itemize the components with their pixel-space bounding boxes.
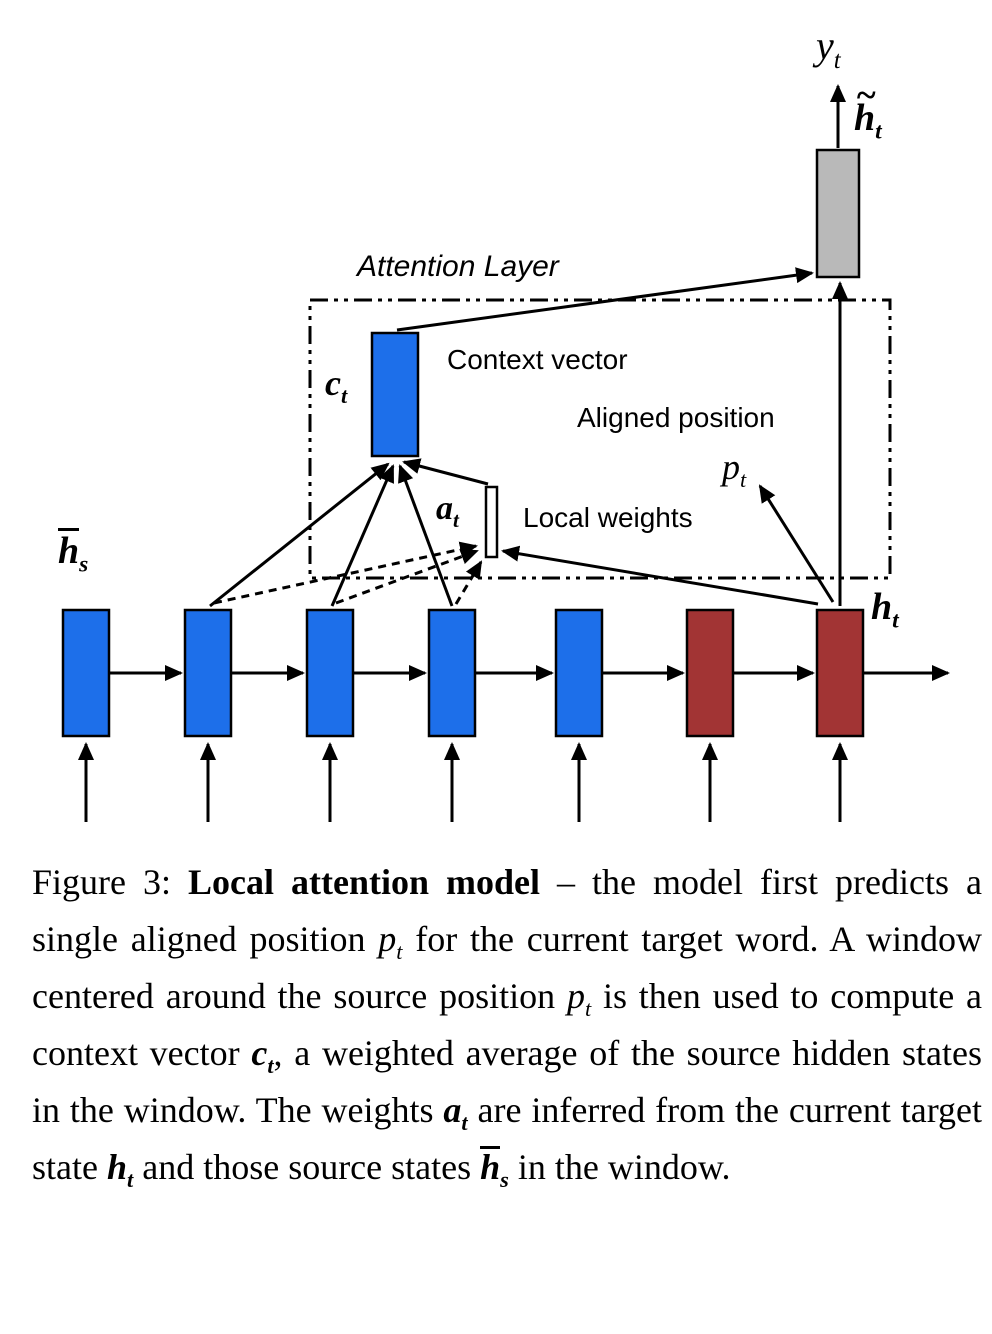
caption-p-t-2-sub: t <box>584 996 592 1022</box>
source-state-rect-5 <box>554 608 604 738</box>
target-to-weights-arrow <box>501 545 819 606</box>
figure-caption: Figure 3: Local attention model – the mo… <box>32 854 982 1196</box>
tilde-accent-wrap: ~h <box>854 75 876 140</box>
caption-text: – the model first predicts a single alig… <box>32 862 982 959</box>
source-state-rect-3 <box>305 608 355 738</box>
target-to-aligned-position-arrow <box>758 484 835 603</box>
source3-to-weights-dashed-arrow <box>335 549 479 605</box>
caption-h-bar-s: hs <box>480 1146 509 1191</box>
caption-p-t: pt <box>378 919 402 963</box>
caption-text: , a weighted average of the source hidde… <box>32 1033 982 1130</box>
caption-h-bar-s-sub: s <box>500 1167 509 1193</box>
y-t-var: y <box>816 23 834 68</box>
caption-c-t-var: c <box>251 1033 268 1073</box>
caption-text: and those source states <box>133 1147 481 1187</box>
source4-to-weights-dashed-arrow <box>454 560 483 605</box>
input-arrows <box>78 742 848 822</box>
caption-c-t: ct <box>251 1033 273 1077</box>
local-weights-bar <box>484 485 499 559</box>
target-state-rect-1 <box>685 608 735 738</box>
weights-to-context-arrow <box>402 458 489 486</box>
source2-to-context-arrow <box>209 462 390 608</box>
h-bar-sub: s <box>79 551 89 578</box>
c-t-sub: t <box>340 383 348 409</box>
upper-arrows <box>396 84 848 606</box>
source3-to-context-arrow <box>330 464 395 607</box>
y-t-sub: t <box>833 47 841 74</box>
local-attention-figure: yt ~ht Attention Layer ct Context vector… <box>58 22 950 822</box>
context-vector-rect <box>370 331 420 458</box>
caption-text: is then used to compute a context vector <box>32 976 982 1073</box>
local-weights-label: Local weights <box>523 502 693 533</box>
tilde-icon: ~ <box>856 75 876 116</box>
p-t-sub: t <box>740 467 747 493</box>
caption-a-t: at <box>443 1090 467 1134</box>
h-t-label: ht <box>871 585 899 632</box>
caption-c-t-sub: t <box>267 1053 274 1079</box>
weights-dashed-arrows <box>213 541 483 605</box>
figure-title: Local attention model <box>188 862 541 902</box>
y-t-label: yt <box>816 22 841 73</box>
figure-number: Figure 3: <box>32 862 189 902</box>
context-vector-arrows <box>209 458 489 608</box>
caption-a-t-var: a <box>443 1090 462 1130</box>
target-hidden-states <box>685 608 865 738</box>
context-vector-label: Context vector <box>447 344 628 375</box>
caption-h-t: ht <box>106 1147 133 1191</box>
h-bar-var: h <box>58 528 80 572</box>
aligned-position-label: Aligned position <box>577 402 775 433</box>
h-t-var: h <box>871 586 893 628</box>
attention-layer-box <box>308 298 892 580</box>
c-t-var: c <box>325 363 341 403</box>
source-state-rect-1 <box>61 608 111 738</box>
source-hidden-states <box>61 608 604 738</box>
source2-to-weights-dashed-arrow <box>213 541 478 605</box>
caption-p-t-2: pt <box>566 976 591 1020</box>
diagram-canvas <box>61 84 950 822</box>
h-t-sub: t <box>892 607 899 634</box>
h-tilde-sub: t <box>875 118 882 145</box>
caption-p-t-sub: t <box>396 939 403 965</box>
a-t-label: at <box>436 490 459 530</box>
p-t-var: p <box>722 447 740 487</box>
caption-text: for the current target word. A window ce… <box>32 919 983 1016</box>
a-t-var: a <box>436 490 453 527</box>
attention-layer-label: Attention Layer <box>357 250 559 283</box>
context-to-attn-hidden-arrow <box>396 267 814 332</box>
caption-p-t-2-var: p <box>566 976 585 1016</box>
source-state-rect-2 <box>183 608 233 738</box>
caption-a-t-sub: t <box>461 1110 468 1136</box>
a-t-sub: t <box>453 507 459 532</box>
source-state-rect-4 <box>427 608 477 738</box>
h-bar-s-label: hs <box>58 528 88 576</box>
caption-h-t-sub: t <box>127 1167 134 1193</box>
attentional-hidden-state-rect <box>815 148 861 279</box>
c-t-label: ct <box>325 362 347 407</box>
p-t-label: pt <box>722 446 746 491</box>
h-tilde-t-label: ~ht <box>854 75 882 143</box>
caption-p-t-var: p <box>378 919 397 959</box>
caption-text: are inferred from the current target sta… <box>32 1090 983 1187</box>
caption-h-bar-s-var: h <box>480 1146 501 1187</box>
caption-text: in the window. <box>508 1147 731 1187</box>
source4-to-context-arrow <box>398 464 454 607</box>
caption-h-t-var: h <box>106 1147 128 1187</box>
target-state-rect-2 <box>815 608 865 738</box>
h-tilde-var: h <box>854 97 876 139</box>
